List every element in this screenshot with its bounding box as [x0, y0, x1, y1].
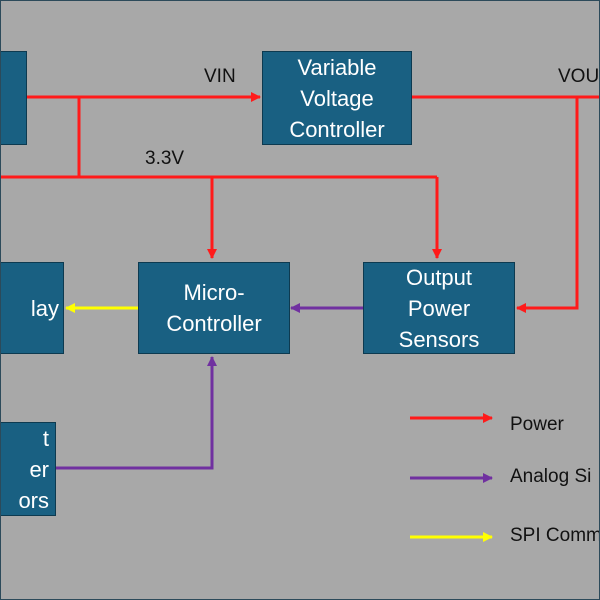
legend-power-label: Power: [510, 414, 564, 435]
variable-voltage-controller-block: Variable Voltage Controller: [262, 51, 412, 145]
vvc-line-2: Voltage: [300, 85, 374, 111]
ips-line-2: er: [29, 456, 49, 482]
ips-line-3: ors: [18, 487, 49, 513]
input-power-sensors-block: t er ors: [0, 422, 56, 516]
display-line-1: lay: [30, 295, 59, 321]
analog-wires: [56, 303, 363, 470]
vin-label: VIN: [204, 66, 236, 87]
display-block: lay: [0, 262, 64, 354]
legend-spi-label: SPI Comm: [510, 525, 600, 546]
output-power-sensors-block: Output Power Sensors: [363, 262, 515, 354]
ips-line-1: t: [42, 425, 49, 451]
power-source-block: [0, 51, 27, 145]
mcu-line-1: Micro-: [183, 280, 245, 305]
ips-to-mcu-wire: [56, 356, 217, 470]
ops-line-2: Power: [407, 295, 471, 321]
ops-line-1: Output: [405, 264, 473, 290]
microcontroller-block: Micro- Controller: [138, 262, 290, 354]
power-wires: [0, 92, 600, 313]
vout-label: VOU: [558, 66, 600, 87]
mcu-line-2: Controller: [166, 311, 262, 336]
ops-line-3: Sensors: [398, 326, 480, 352]
vvc-line-3: Controller: [289, 116, 385, 142]
vvc-line-1: Variable: [297, 54, 377, 80]
v33-label: 3.3V: [145, 148, 185, 169]
legend-analog-label: Analog Si: [510, 466, 592, 487]
legend-arrows: [410, 413, 493, 542]
vout-return-wire: [516, 97, 579, 313]
